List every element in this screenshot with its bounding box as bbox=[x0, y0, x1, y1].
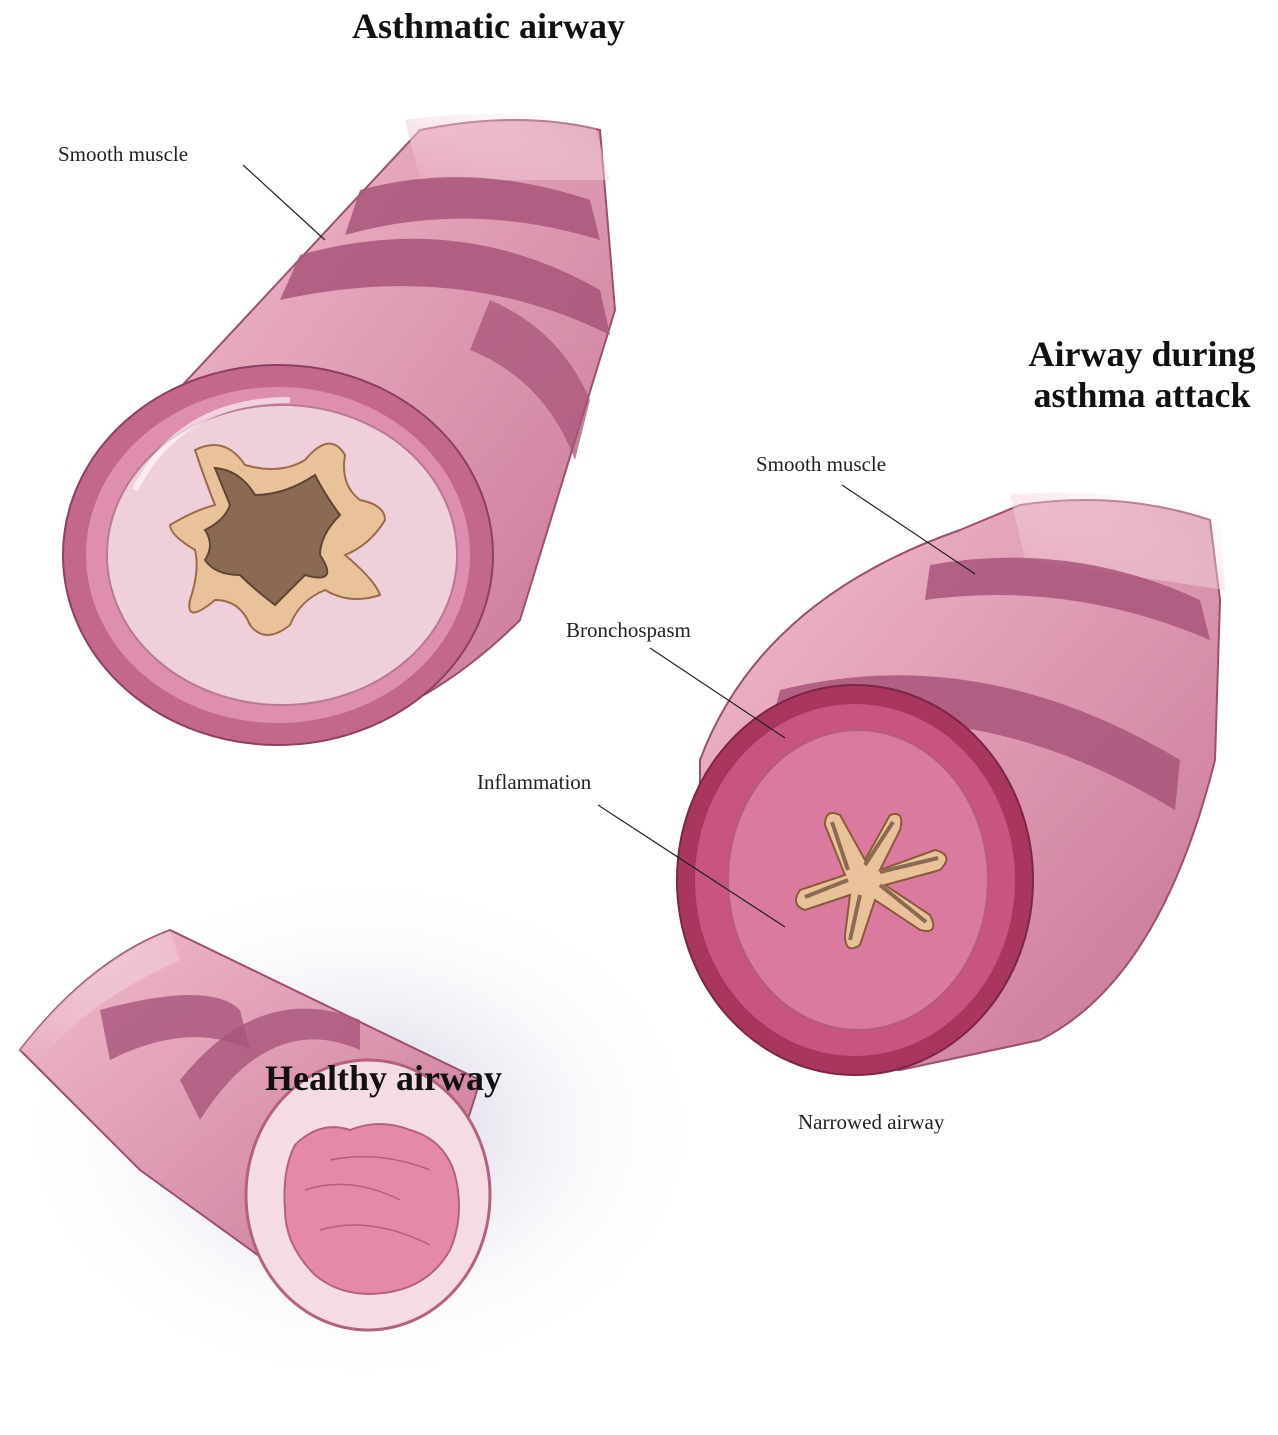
healthy-airway-drawing bbox=[10, 870, 710, 1390]
title-attack-line1: Airway during bbox=[1012, 334, 1272, 375]
healthy-lumen bbox=[284, 1124, 459, 1294]
title-healthy-airway: Healthy airway bbox=[265, 1058, 502, 1099]
title-asthmatic-airway: Asthmatic airway bbox=[352, 6, 625, 47]
label-inflammation: Inflammation bbox=[477, 770, 591, 795]
label-smooth-muscle-asthmatic: Smooth muscle bbox=[58, 142, 188, 167]
title-attack-airway: Airway during asthma attack bbox=[1012, 334, 1272, 417]
asthmatic-airway-drawing bbox=[63, 114, 615, 745]
label-narrowed-airway: Narrowed airway bbox=[798, 1110, 944, 1135]
leader-line bbox=[243, 165, 325, 240]
attack-airway-drawing bbox=[677, 493, 1225, 1076]
label-smooth-muscle-attack: Smooth muscle bbox=[756, 452, 886, 477]
title-attack-line2: asthma attack bbox=[1012, 375, 1272, 416]
label-bronchospasm: Bronchospasm bbox=[566, 618, 691, 643]
